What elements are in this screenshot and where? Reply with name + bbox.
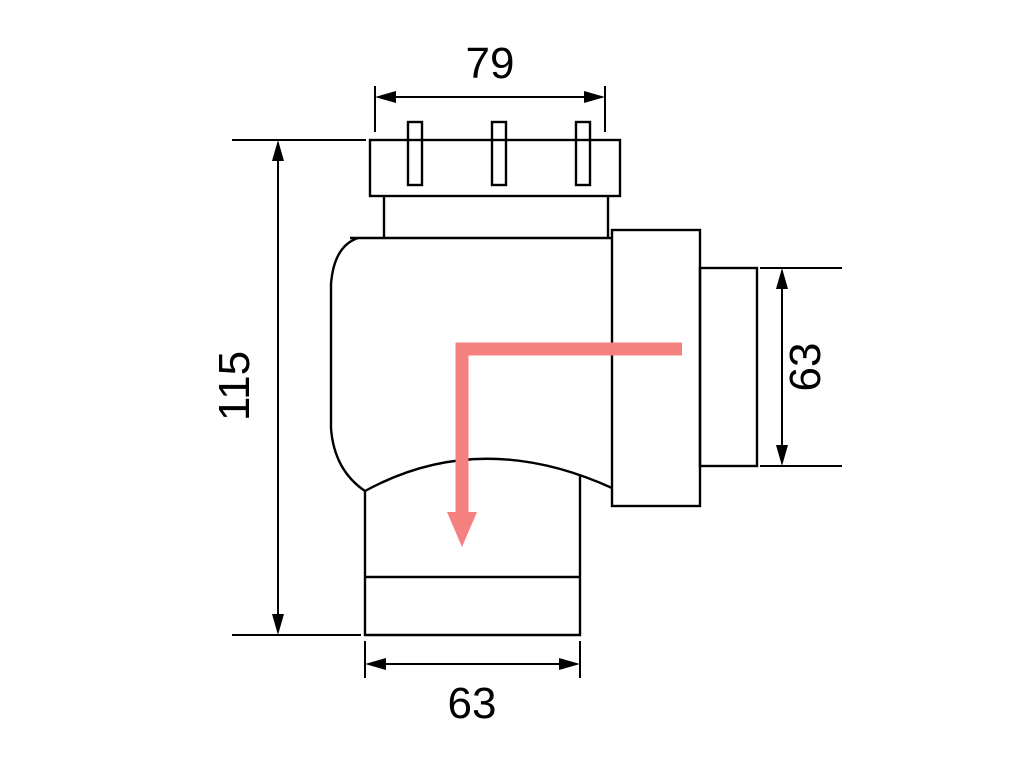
top-width-dimension-label: 79 xyxy=(466,39,515,88)
dim-arrow-up-icon xyxy=(776,268,788,289)
top-cap xyxy=(368,138,622,198)
flow-direction-arrow xyxy=(447,342,682,547)
body-left-side-and-bottom-pipe xyxy=(329,236,582,637)
right-port-dimension-label: 63 xyxy=(781,343,830,392)
right-flange xyxy=(610,228,702,508)
dim-arrow-left-icon xyxy=(375,91,396,103)
dim-arrow-down-icon xyxy=(272,614,284,635)
dimension-right-port: 63 xyxy=(760,267,842,467)
dim-arrow-up-icon xyxy=(272,140,284,161)
dim-arrow-right-icon xyxy=(584,91,605,103)
cap-rib-middle xyxy=(490,120,508,187)
cap-neck xyxy=(382,196,610,238)
right-outlet-pipe xyxy=(698,266,759,468)
flow-arrow-head-icon xyxy=(447,512,477,547)
fitting-outline xyxy=(329,120,759,637)
cap-rib-left xyxy=(406,120,424,187)
dim-arrow-right-icon xyxy=(559,658,580,670)
left-height-dimension-label: 115 xyxy=(210,351,259,421)
bottom-port-dimension-label: 63 xyxy=(448,679,497,728)
dim-arrow-down-icon xyxy=(776,445,788,466)
cap-rib-tabs xyxy=(406,120,592,187)
cap-rib-right xyxy=(574,120,592,187)
dim-arrow-left-icon xyxy=(365,658,386,670)
dimension-bottom-port: 63 xyxy=(364,641,581,728)
flow-arrow-shaft xyxy=(455,342,682,518)
dimension-left-height: 115 xyxy=(210,139,366,636)
dimension-top-width: 79 xyxy=(374,39,606,132)
body-dome-arc xyxy=(364,457,613,493)
